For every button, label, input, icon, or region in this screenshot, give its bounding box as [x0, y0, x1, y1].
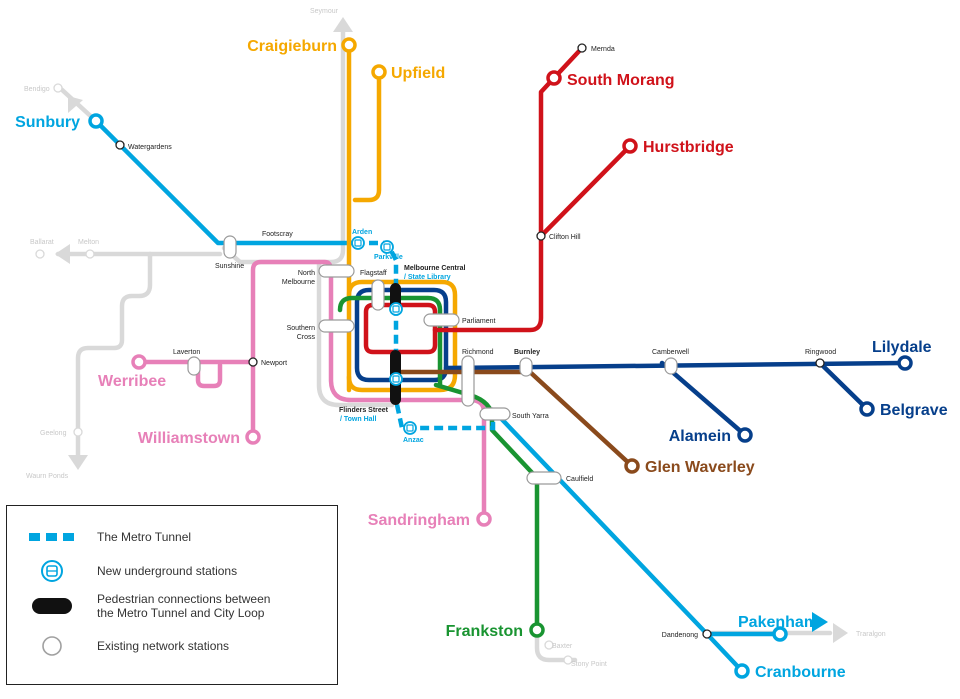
regional-arrows — [55, 17, 848, 643]
station-dots — [35, 43, 825, 665]
label-clifton-hill: Clifton Hill — [549, 234, 581, 241]
label-burnley: Burnley — [514, 349, 540, 356]
label-watergardens: Watergardens — [128, 144, 172, 151]
label-frankston: Frankston — [446, 623, 523, 640]
label-baxter: Baxter — [552, 643, 573, 650]
label-north-melbourne-2: Melbourne — [282, 279, 315, 286]
label-belgrave: Belgrave — [880, 402, 948, 419]
label-south-yarra: South Yarra — [512, 413, 549, 420]
legend-row-pedestrian: Pedestrian connections between the Metro… — [7, 592, 337, 620]
legend-pedestrian-label-2: the Metro Tunnel and City Loop — [97, 606, 265, 620]
label-arden: Arden — [352, 229, 372, 236]
geelong-arrow-icon — [68, 455, 88, 470]
metro-tunnel-dash-icon — [29, 533, 75, 541]
loop-green — [337, 295, 443, 388]
label-town-hall: / Town Hall — [340, 416, 376, 423]
label-alamein: Alamein — [669, 428, 731, 445]
label-waurn-ponds: Waurn Ponds — [26, 473, 69, 480]
traralgon-arrow-icon — [833, 623, 848, 643]
label-flagstaff: Flagstaff — [360, 270, 387, 277]
label-lilydale: Lilydale — [872, 339, 932, 356]
pedestrian-connection-icon — [32, 598, 72, 614]
ballarat-arrow-icon — [55, 244, 70, 264]
label-caulfield: Caulfield — [566, 476, 593, 483]
label-bendigo: Bendigo — [24, 86, 50, 93]
label-glen-waverley: Glen Waverley — [645, 459, 755, 476]
label-seymour: Seymour — [310, 8, 339, 15]
label-state-library: / State Library — [404, 274, 451, 281]
legend-row-metro-tunnel: The Metro Tunnel — [7, 530, 337, 544]
legend-row-new-stations: New underground stations — [7, 558, 337, 584]
label-laverton: Laverton — [173, 349, 200, 356]
label-southern-cross-1: Southern — [287, 325, 316, 332]
arden-station-icon — [351, 236, 365, 250]
label-sandringham: Sandringham — [368, 512, 470, 529]
label-camberwell: Camberwell — [652, 349, 689, 356]
label-ringwood: Ringwood — [805, 349, 836, 356]
label-geelong: Geelong — [40, 430, 67, 437]
label-north-melbourne-1: North — [298, 270, 315, 277]
legend-metro-tunnel-label: The Metro Tunnel — [97, 530, 192, 544]
label-pakenham: Pakenham — [738, 614, 818, 631]
label-mernda: Mernda — [591, 46, 615, 53]
label-sunshine: Sunshine — [215, 263, 244, 270]
label-traralgon: Traralgon — [856, 631, 886, 638]
label-stony-point: Stony Point — [571, 661, 607, 668]
anzac-station-icon — [403, 421, 417, 435]
werribee-loop — [195, 359, 223, 389]
town-hall-station-icon — [389, 372, 403, 386]
sunbury-line — [93, 118, 358, 246]
label-dandenong: Dandenong — [662, 632, 698, 639]
new-station-icons — [351, 236, 417, 435]
interchange-pills — [187, 235, 678, 485]
parkville-station-icon — [380, 240, 394, 254]
label-hurstbridge: Hurstbridge — [643, 139, 734, 156]
seymour-arrow-icon — [333, 17, 353, 32]
belgrave-line — [817, 360, 870, 412]
label-melton: Melton — [78, 239, 99, 246]
loop-red — [363, 302, 438, 355]
legend-new-stations-label: New underground stations — [97, 564, 238, 578]
label-werribee: Werribee — [98, 373, 166, 390]
label-south-morang: South Morang — [567, 72, 675, 89]
label-upfield: Upfield — [391, 65, 445, 82]
legend-pedestrian-label-1: Pedestrian connections between — [97, 592, 271, 606]
label-craigieburn: Craigieburn — [247, 38, 337, 55]
map-legend: The Metro Tunnel New underground station… — [6, 505, 338, 685]
label-melbourne-central: Melbourne Central — [404, 265, 466, 272]
label-richmond: Richmond — [462, 349, 494, 356]
loop-yellow — [346, 279, 458, 393]
state-library-station-icon — [389, 302, 403, 316]
mernda-line — [432, 45, 585, 333]
hurstbridge-line — [538, 143, 633, 239]
legend-row-existing: Existing network stations — [7, 634, 337, 658]
upfield-line — [352, 69, 382, 203]
alamein-line — [659, 360, 748, 438]
label-parkville: Parkville — [374, 254, 403, 261]
label-sunbury: Sunbury — [15, 114, 80, 131]
label-parliament: Parliament — [462, 318, 496, 325]
terminal-dots — [88, 37, 913, 679]
bendigo-arrow-icon — [68, 96, 83, 113]
label-cranbourne: Cranbourne — [755, 664, 846, 681]
label-newport: Newport — [261, 360, 287, 367]
underground-station-icon — [41, 560, 63, 582]
pakenham-arrow-icon — [812, 612, 828, 632]
existing-station-icon — [42, 636, 62, 656]
label-southern-cross-2: Cross — [297, 334, 316, 341]
label-footscray: Footscray — [262, 231, 293, 238]
label-anzac: Anzac — [403, 437, 424, 444]
label-ballarat: Ballarat — [30, 239, 54, 246]
label-williamstown: Williamstown — [138, 430, 240, 447]
legend-existing-label: Existing network stations — [97, 639, 230, 653]
frankston-line — [433, 382, 540, 633]
label-flinders-street: Flinders Street — [339, 407, 389, 414]
